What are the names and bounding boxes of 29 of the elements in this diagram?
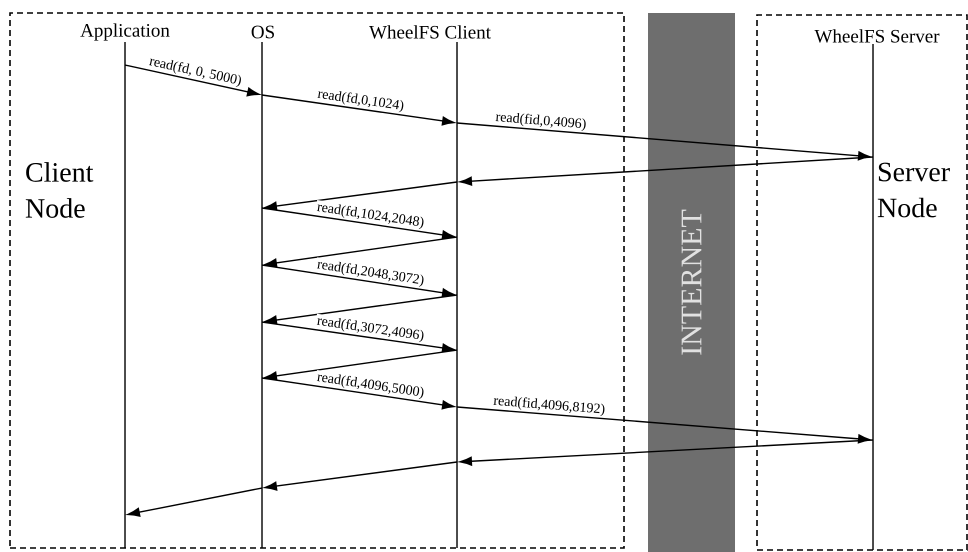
arrow	[127, 487, 262, 517]
arrow	[264, 294, 458, 325]
arrow	[262, 94, 455, 126]
lifeline	[261, 42, 263, 548]
edge-label: read(fd, 0, 5000)	[146, 54, 244, 90]
arrow	[262, 321, 455, 352]
edge-label: read(fid,4096,8192)	[492, 394, 607, 418]
arrow	[264, 461, 458, 491]
arrow	[264, 349, 458, 380]
arrow	[456, 406, 870, 444]
arrow	[264, 236, 458, 268]
arrow	[460, 439, 874, 466]
lifeline-title: WheelFS Server	[813, 28, 941, 44]
edge-label: read(fd,0,1024)	[316, 86, 406, 114]
arrow	[124, 64, 260, 96]
edge-label: read(fid,0,4096)	[494, 110, 588, 132]
arrow	[460, 156, 874, 186]
lifeline-title: Application	[79, 22, 171, 42]
arrow	[262, 377, 455, 410]
lifeline	[872, 44, 874, 550]
lifeline-title: OS	[250, 24, 276, 40]
lifeline	[124, 42, 126, 548]
lifeline-title: WheelFS Client	[368, 24, 492, 40]
arrow	[262, 207, 455, 240]
arrow	[264, 181, 458, 211]
arrow	[262, 264, 455, 298]
arrow	[456, 122, 870, 160]
lifeline	[456, 42, 458, 548]
internet-band: INTERNET	[648, 13, 735, 552]
